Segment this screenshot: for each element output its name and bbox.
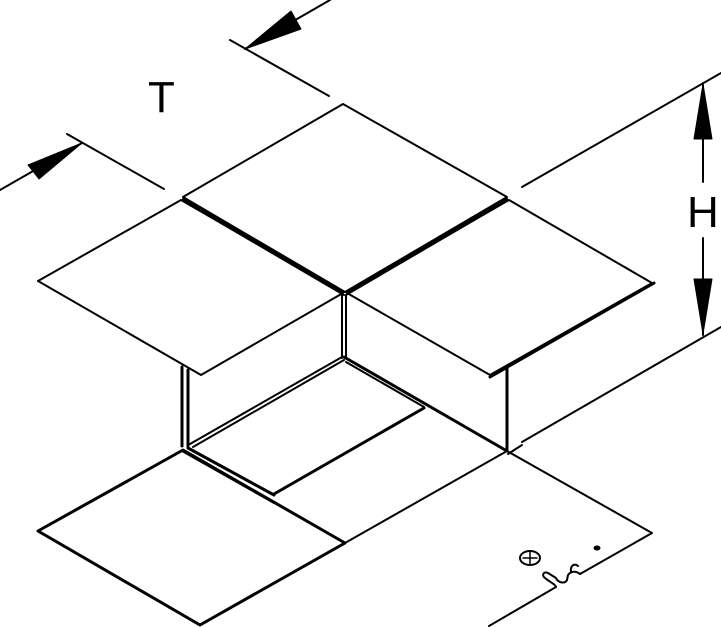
cover-top-back — [182, 103, 508, 296]
arrow-down-icon — [693, 278, 713, 335]
trunking-body — [180, 294, 523, 504]
dimension-h — [521, 72, 721, 443]
arrow-left-icon — [244, 10, 302, 50]
cover-top-left — [37, 199, 344, 376]
dimension-label-t: T — [148, 73, 175, 122]
arrow-right-icon — [27, 142, 83, 180]
arrow-up-icon — [693, 83, 713, 140]
dimension-t — [0, 0, 331, 191]
screw-icon — [519, 550, 541, 566]
dimension-label-h: H — [687, 188, 719, 237]
cover-bottom-left — [36, 448, 347, 627]
cover-top-right — [346, 199, 656, 379]
cover-bottom-right — [344, 450, 653, 627]
